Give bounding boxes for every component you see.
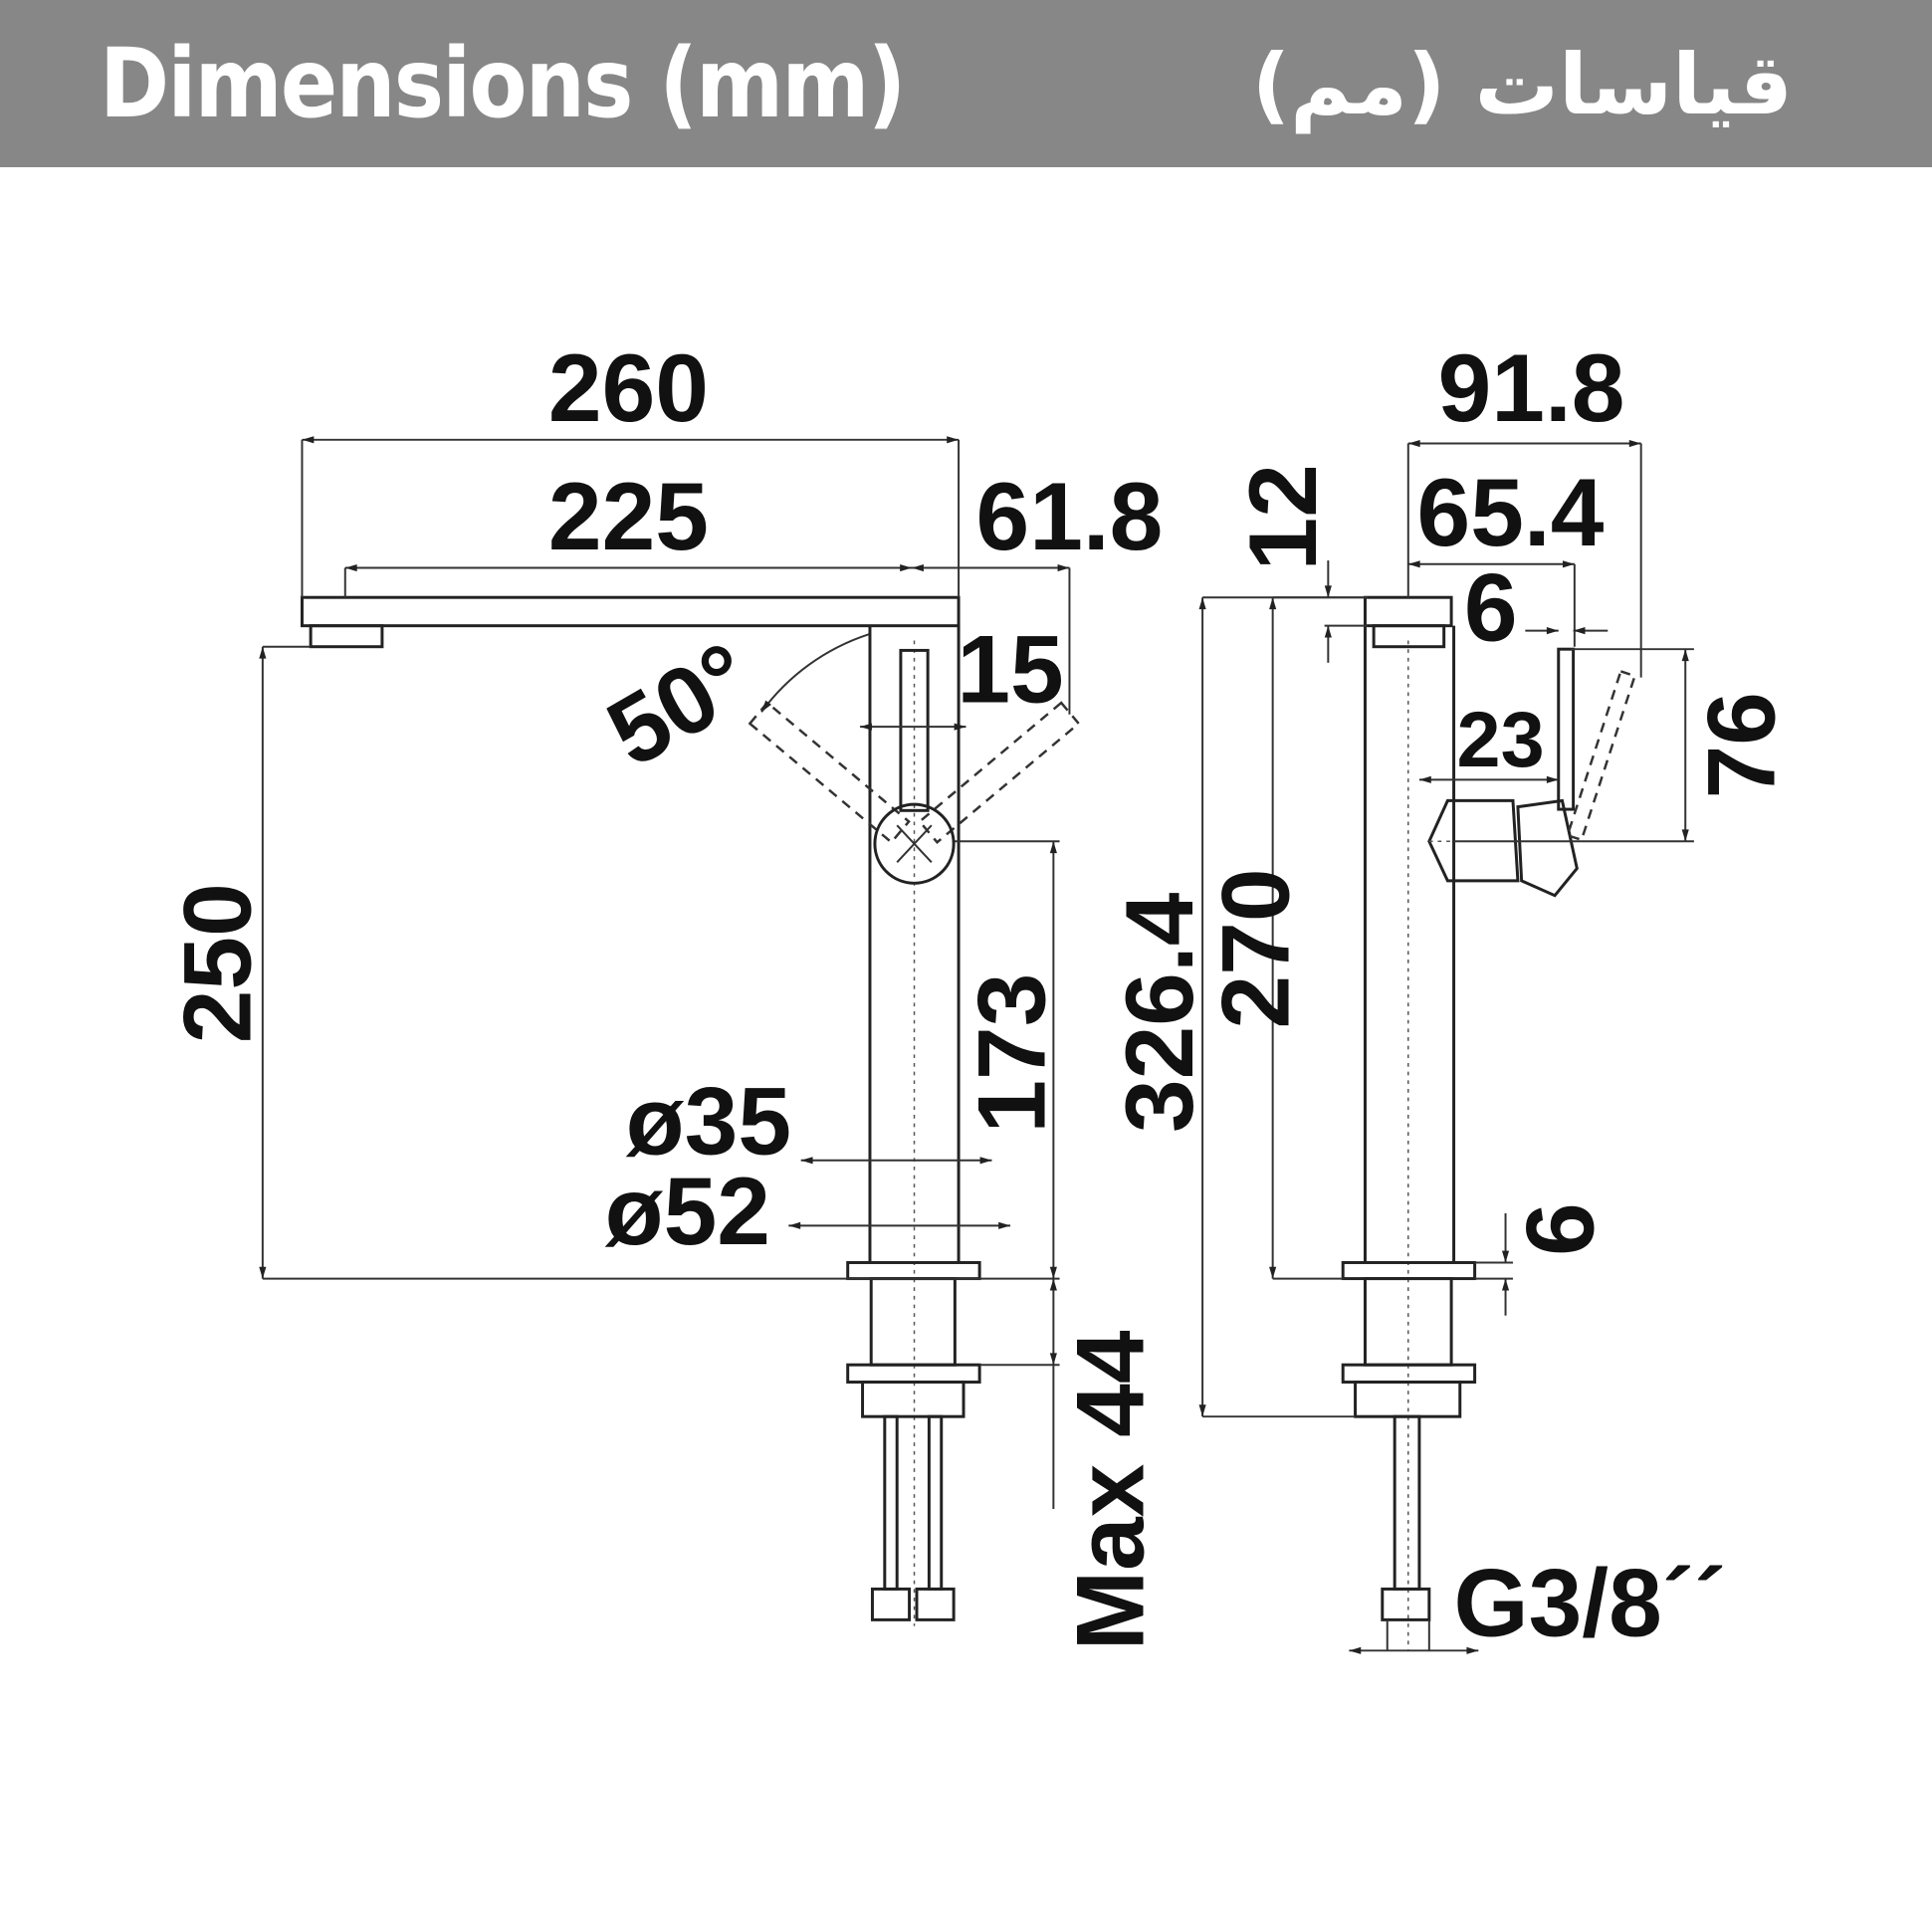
angle-arc xyxy=(760,633,870,713)
dim-91-8: 91.8 xyxy=(1438,335,1625,442)
dim-12: 12 xyxy=(1230,464,1337,570)
side-knob xyxy=(1427,798,1520,883)
dim-23: 23 xyxy=(1457,695,1545,783)
side-lever-base xyxy=(1516,798,1579,898)
dim-dia-35: ø35 xyxy=(626,1069,791,1176)
lever-dashed-left xyxy=(918,701,1081,844)
dim-6-base: 6 xyxy=(1507,1202,1613,1256)
dim-250: 250 xyxy=(164,883,271,1043)
side-view: 91.8 65.4 12 6 76 23 326.4 270 6 G3/8´´ xyxy=(1107,335,1795,1656)
spout-outline xyxy=(300,595,961,628)
dim-dia-52: ø52 xyxy=(605,1159,770,1265)
title-english: Dimensions (mm) xyxy=(100,28,906,139)
dim-260: 260 xyxy=(548,335,709,442)
front-view: 260 225 61.8 15 50° 250 173 ø35 ø52 Max … xyxy=(164,335,1164,1650)
dim-173: 173 xyxy=(960,973,1066,1134)
dim-326-4: 326.4 xyxy=(1107,892,1213,1133)
dim-65-4: 65.4 xyxy=(1417,460,1605,566)
lever-hub xyxy=(873,802,956,885)
lever-dashed-right xyxy=(748,701,911,844)
dim-76: 76 xyxy=(1688,692,1795,798)
title-arabic: قياسات (مم) xyxy=(1251,36,1793,133)
side-lever xyxy=(1557,647,1576,811)
dim-270: 270 xyxy=(1203,868,1310,1028)
header-bar: Dimensions (mm) قياسات (مم) xyxy=(0,0,1932,167)
dim-61-8: 61.8 xyxy=(976,464,1164,570)
lever-upright xyxy=(899,648,930,812)
dim-225: 225 xyxy=(548,464,709,570)
aerator xyxy=(309,624,384,649)
dim-50-deg: 50° xyxy=(590,622,769,787)
dim-6-lever-gap: 6 xyxy=(1464,555,1518,662)
connection-size: G3/8´´ xyxy=(1454,1550,1727,1656)
dim-max-44: Max 44 xyxy=(1058,1330,1165,1650)
dim-15: 15 xyxy=(957,616,1063,723)
